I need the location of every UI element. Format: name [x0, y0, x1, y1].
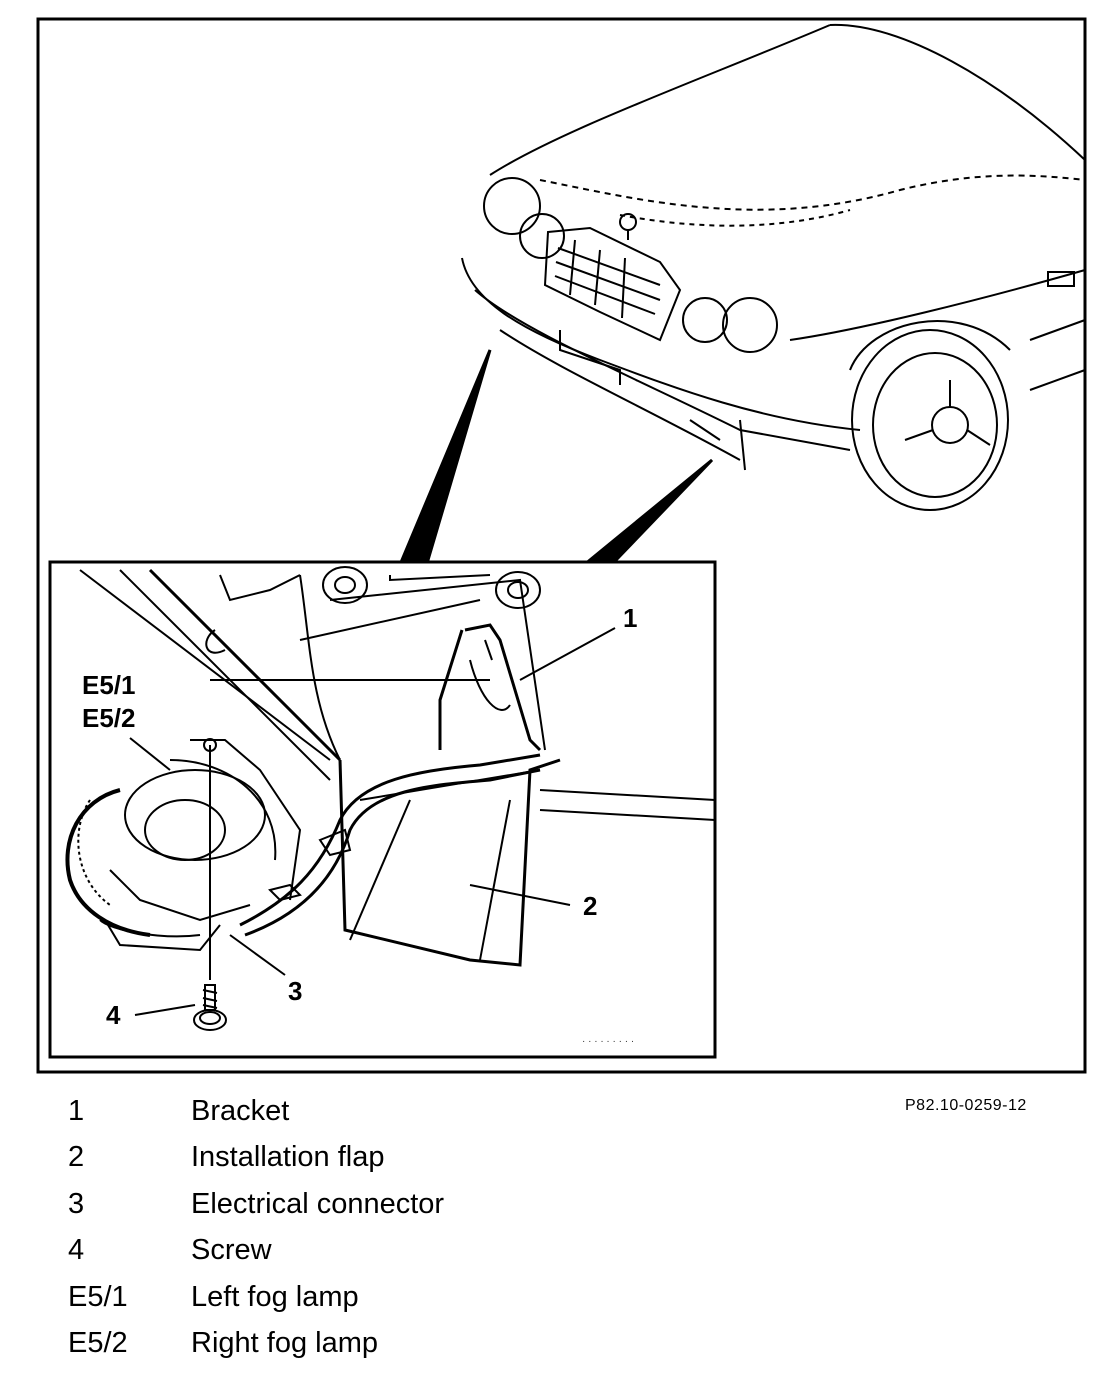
legend-key: 2 [68, 1141, 85, 1174]
leader-2 [469, 884, 571, 906]
legend-key: E5/2 [68, 1327, 128, 1360]
legend: 1 Bracket 2 Installation flap 3 Electric… [60, 1088, 660, 1367]
callout-3: 3 [288, 976, 303, 1006]
legend-key: 4 [68, 1234, 85, 1267]
detail-pointer [399, 349, 714, 562]
inset-mark: · · · · · · · · · [582, 1036, 635, 1047]
legend-row: 3 Electrical connector [60, 1181, 660, 1228]
legend-desc: Screw [191, 1234, 272, 1267]
legend-row: E5/1 Left fog lamp [60, 1274, 660, 1321]
car-front-illustration [461, 23, 1086, 511]
legend-desc: Right fog lamp [191, 1327, 378, 1360]
fog-lamp-diagram [36, 17, 1087, 1074]
callout-4: 4 [106, 1000, 121, 1030]
legend-desc: Electrical connector [191, 1187, 445, 1220]
legend-desc: Bracket [191, 1094, 290, 1127]
legend-key: 1 [68, 1094, 85, 1127]
leader-e5 [129, 737, 171, 771]
callout-leaders [129, 627, 616, 1016]
legend-row: E5/2 Right fog lamp [60, 1321, 660, 1368]
callout-e5-2: E5/2 [82, 703, 136, 733]
fog-lamp-detail [65, 566, 716, 1031]
legend-desc: Left fog lamp [191, 1280, 359, 1313]
callout-e5-1: E5/1 [82, 670, 136, 700]
callout-2: 2 [583, 891, 598, 921]
figure-code: P82.10-0259-12 [905, 1097, 1027, 1114]
legend-row: 4 Screw [60, 1228, 660, 1275]
legend-key: E5/1 [68, 1280, 128, 1313]
callout-1: 1 [623, 603, 638, 633]
legend-desc: Installation flap [191, 1141, 385, 1174]
legend-row: 1 Bracket [60, 1088, 660, 1135]
detail-inset-frame [48, 560, 717, 1059]
leader-4 [134, 1004, 196, 1016]
legend-key: 3 [68, 1187, 85, 1220]
leader-3 [229, 934, 286, 976]
outer-frame [36, 17, 1087, 1074]
legend-row: 2 Installation flap [60, 1135, 660, 1182]
leader-1 [519, 627, 616, 681]
